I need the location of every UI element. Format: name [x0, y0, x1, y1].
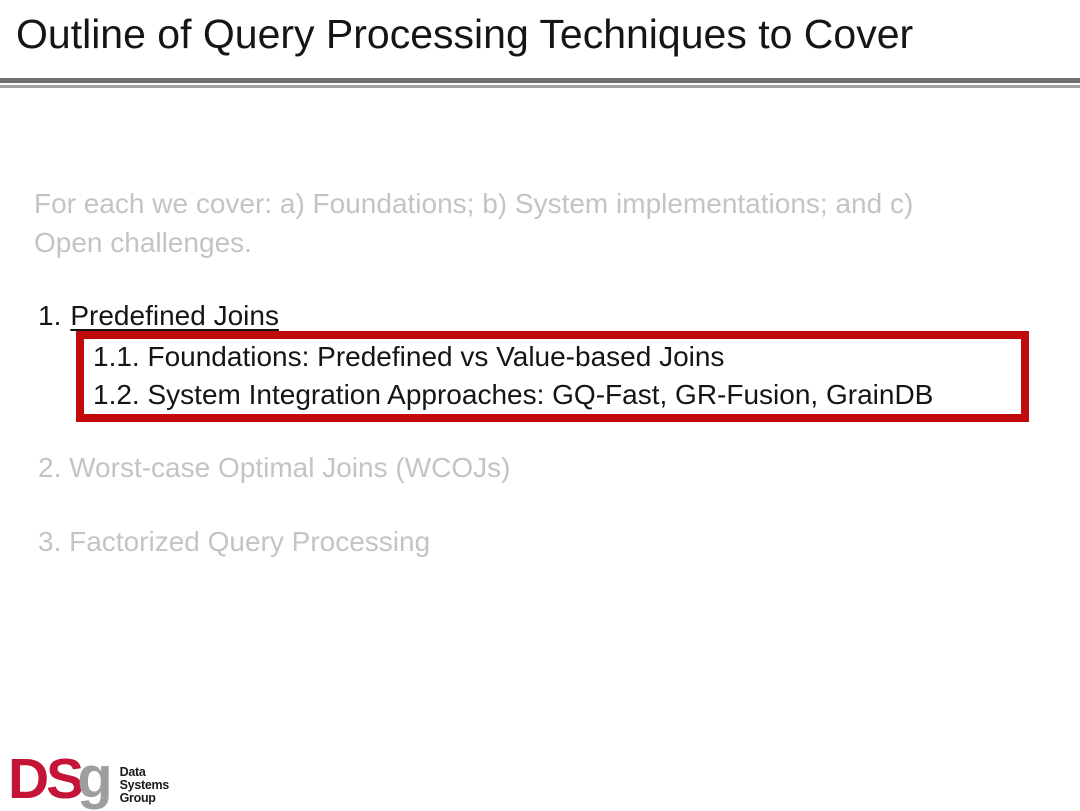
intro-line-1: For each we cover: a) Foundations; b) Sy… — [34, 188, 914, 219]
logo-wordmark-line-1: Data — [119, 765, 146, 779]
outline-item-1-number: 1. — [38, 300, 62, 331]
logo-g-letter: g — [77, 745, 113, 810]
outline-item-1-1: 1.1. Foundations: Predefined vs Value-ba… — [93, 341, 725, 372]
logo-wordmark-line-3: Group — [119, 791, 156, 805]
dsg-logo: DS g Data Systems Group — [8, 745, 170, 811]
outline-item-1: 1. Predefined Joins — [38, 300, 279, 332]
outline-item-1-label: Predefined Joins — [70, 300, 279, 331]
outline-item-1-2: 1.2. System Integration Approaches: GQ-F… — [93, 379, 934, 410]
slide-title: Outline of Query Processing Techniques t… — [16, 11, 914, 57]
intro-line-2: Open challenges. — [34, 227, 252, 258]
outline-item-3: 3. Factorized Query Processing — [38, 526, 431, 557]
logo-wordmark: Data Systems Group — [119, 765, 170, 805]
logo-wordmark-line-2: Systems — [119, 778, 170, 792]
title-divider — [0, 78, 1080, 88]
logo-ds-letters: DS — [8, 747, 84, 811]
outline-item-2: 2. Worst-case Optimal Joins (WCOJs) — [38, 452, 511, 483]
intro-paragraph: For each we cover: a) Foundations; b) Sy… — [34, 184, 913, 262]
